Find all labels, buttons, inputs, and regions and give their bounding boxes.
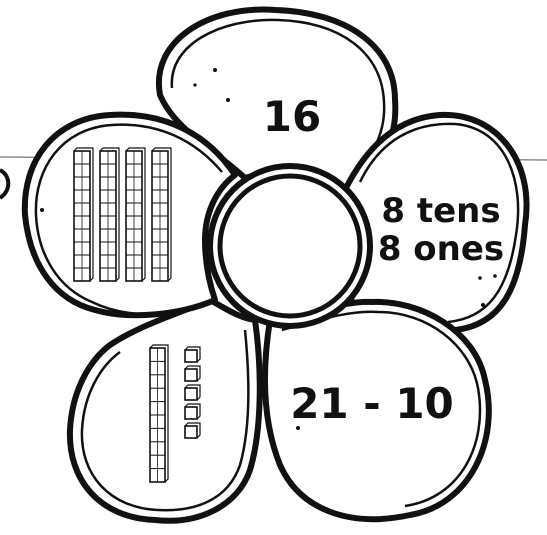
ones-cube <box>185 385 200 400</box>
ones-cube <box>185 404 200 419</box>
ones-cube <box>185 423 200 438</box>
tens-rod <box>126 148 145 281</box>
base-ten-bottom-left-tens-rods <box>150 345 168 482</box>
petal-top-number: 16 <box>263 92 321 141</box>
edge-fragment-left <box>0 170 8 198</box>
petal-right-ones-label: 8 ones <box>378 229 504 269</box>
ones-cube <box>185 347 200 362</box>
tens-rod <box>100 148 119 281</box>
petal-bottom-right-expression: 21 - 10 <box>290 379 454 428</box>
petal-right-tens-label: 8 tens <box>381 191 500 231</box>
tens-rod <box>150 345 168 482</box>
tens-rod <box>74 148 93 281</box>
flower-center[interactable] <box>210 166 370 326</box>
ones-cube <box>185 366 200 381</box>
tens-rod <box>152 148 171 281</box>
